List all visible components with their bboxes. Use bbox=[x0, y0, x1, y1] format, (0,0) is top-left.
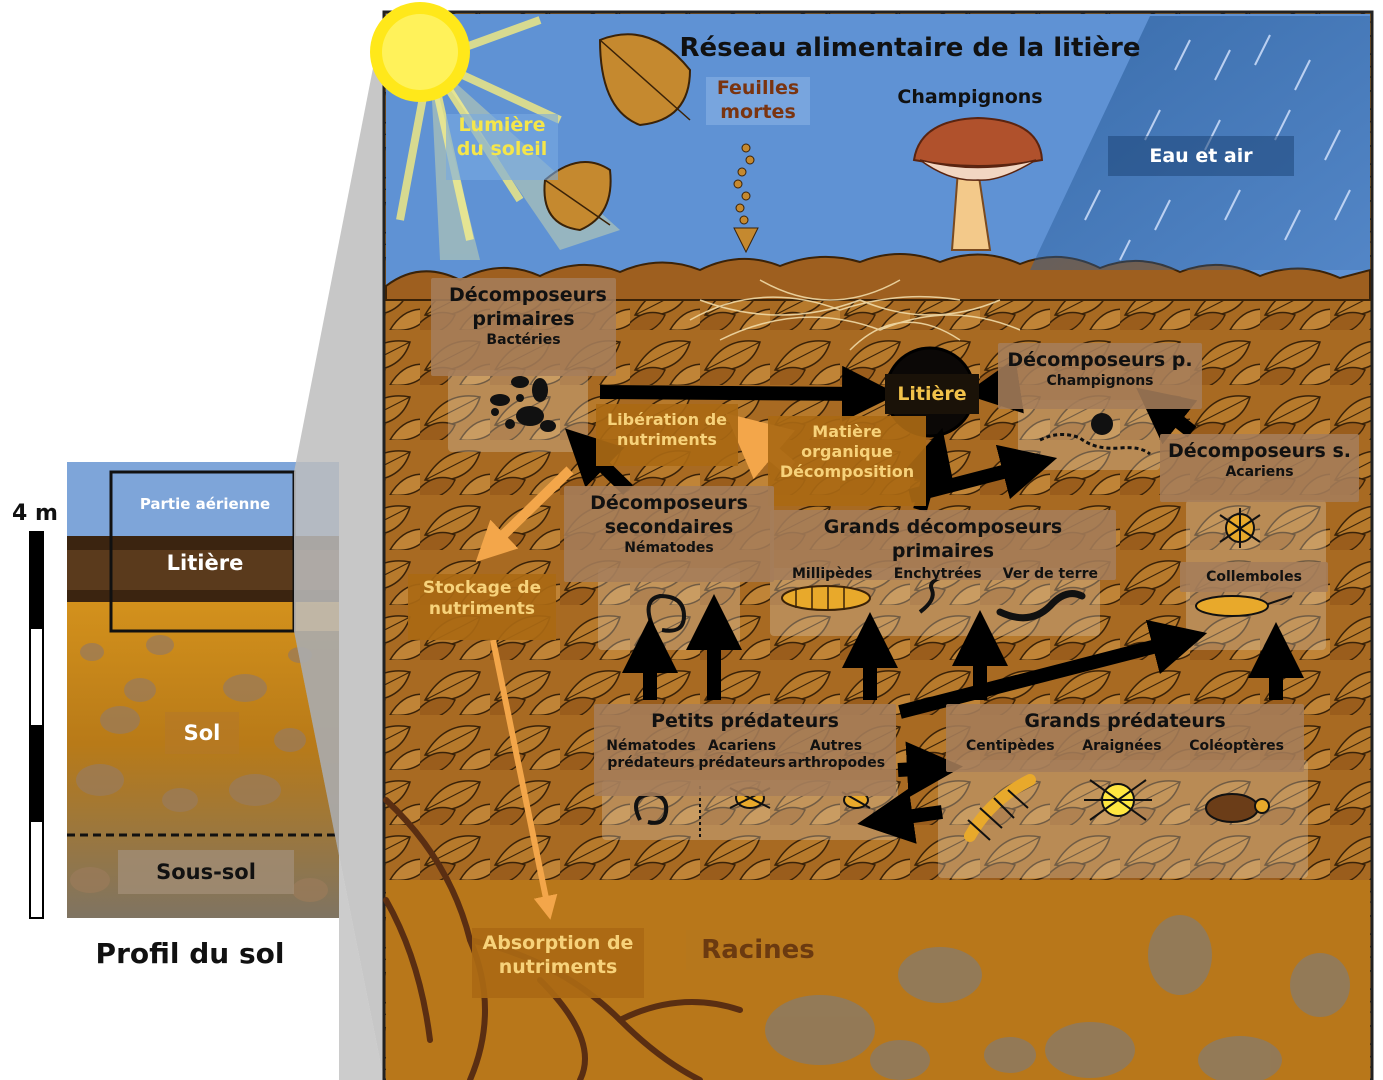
earthworm-icon bbox=[996, 590, 1086, 622]
predatory-mites-label: Acariens prédateurs bbox=[698, 737, 786, 772]
water-air-label: Eau et air bbox=[1108, 136, 1294, 176]
bacteria-icon bbox=[490, 376, 556, 432]
springtail-icon bbox=[1195, 595, 1293, 617]
organic-matter-node: Matière organique Décomposition bbox=[768, 416, 926, 506]
nematode-icon bbox=[646, 593, 687, 633]
zoom-wedge bbox=[294, 12, 384, 1080]
other-arthropods-label: Autres arthropodes bbox=[788, 737, 886, 772]
predatory-nematodes-label: Nématodes prédateurs bbox=[606, 737, 696, 772]
s-decomposers-node: Décomposeurs s. Acariens bbox=[1160, 434, 1359, 502]
spiders-label: Araignées bbox=[1082, 737, 1162, 754]
beetle-icon bbox=[1205, 793, 1270, 823]
primary-decomposers-node: Décomposeurs primaires Bactéries bbox=[431, 278, 616, 376]
large-predators-node: Grands prédateurs Centipèdes Araignées C… bbox=[946, 704, 1304, 772]
enchytree-icon bbox=[918, 576, 941, 614]
nutrient-uptake-node: Absorption de nutriments bbox=[472, 928, 644, 998]
dead-leaves-label: Feuilles mortes bbox=[706, 77, 810, 125]
nutrient-storage-node: Stockage de nutriments bbox=[408, 574, 556, 640]
fungus-spore-icon bbox=[1039, 413, 1151, 456]
nutrient-release-node: Libération de nutriments bbox=[596, 404, 738, 466]
profile-layer-soil: Sol bbox=[165, 712, 239, 754]
mite-icon bbox=[1219, 508, 1261, 548]
scale-bar bbox=[29, 531, 44, 919]
roots-label: Racines bbox=[686, 930, 830, 970]
scale-label: 4 m bbox=[12, 501, 58, 526]
sunlight-label: Lumière du soleil bbox=[446, 114, 558, 180]
millipedes-label: Millipèdes bbox=[792, 565, 873, 582]
large-primary-decomposers-node: Grands décomposeurs primaires Millipèdes… bbox=[770, 510, 1116, 582]
springtails-label: Collemboles bbox=[1180, 562, 1328, 592]
centipede-icon bbox=[964, 774, 1036, 842]
profile-layer-litter: Litière bbox=[166, 551, 244, 575]
profile-layer-subsoil: Sous-sol bbox=[118, 850, 294, 894]
small-predators-node: Petits prédateurs Nématodes prédateurs A… bbox=[594, 704, 896, 796]
profile-layer-aerial: Partie aérienne bbox=[139, 495, 271, 513]
enchytrees-label: Enchytrées bbox=[893, 565, 982, 582]
predatory-nematode-icon bbox=[634, 791, 669, 825]
secondary-decomposers-node: Décomposeurs secondaires Nématodes bbox=[564, 486, 774, 582]
mushrooms-label: Champignons bbox=[897, 86, 1043, 108]
millipede-icon bbox=[781, 585, 871, 611]
leaf-fall-trail bbox=[733, 143, 759, 254]
falling-leaf-icon bbox=[543, 33, 692, 232]
p-decomposers-node: Décomposeurs p. Champignons bbox=[998, 343, 1202, 409]
beetles-label: Coléoptères bbox=[1189, 737, 1284, 754]
spider-icon bbox=[1084, 779, 1152, 821]
profile-caption: Profil du sol bbox=[95, 937, 285, 970]
earthworm-label: Ver de terre bbox=[1002, 565, 1098, 582]
page-title: Réseau alimentaire de la litière bbox=[679, 33, 1141, 63]
centipedes-label: Centipèdes bbox=[966, 737, 1055, 754]
litter-node: Litière bbox=[885, 374, 979, 414]
mushroom-icon bbox=[912, 116, 1044, 251]
